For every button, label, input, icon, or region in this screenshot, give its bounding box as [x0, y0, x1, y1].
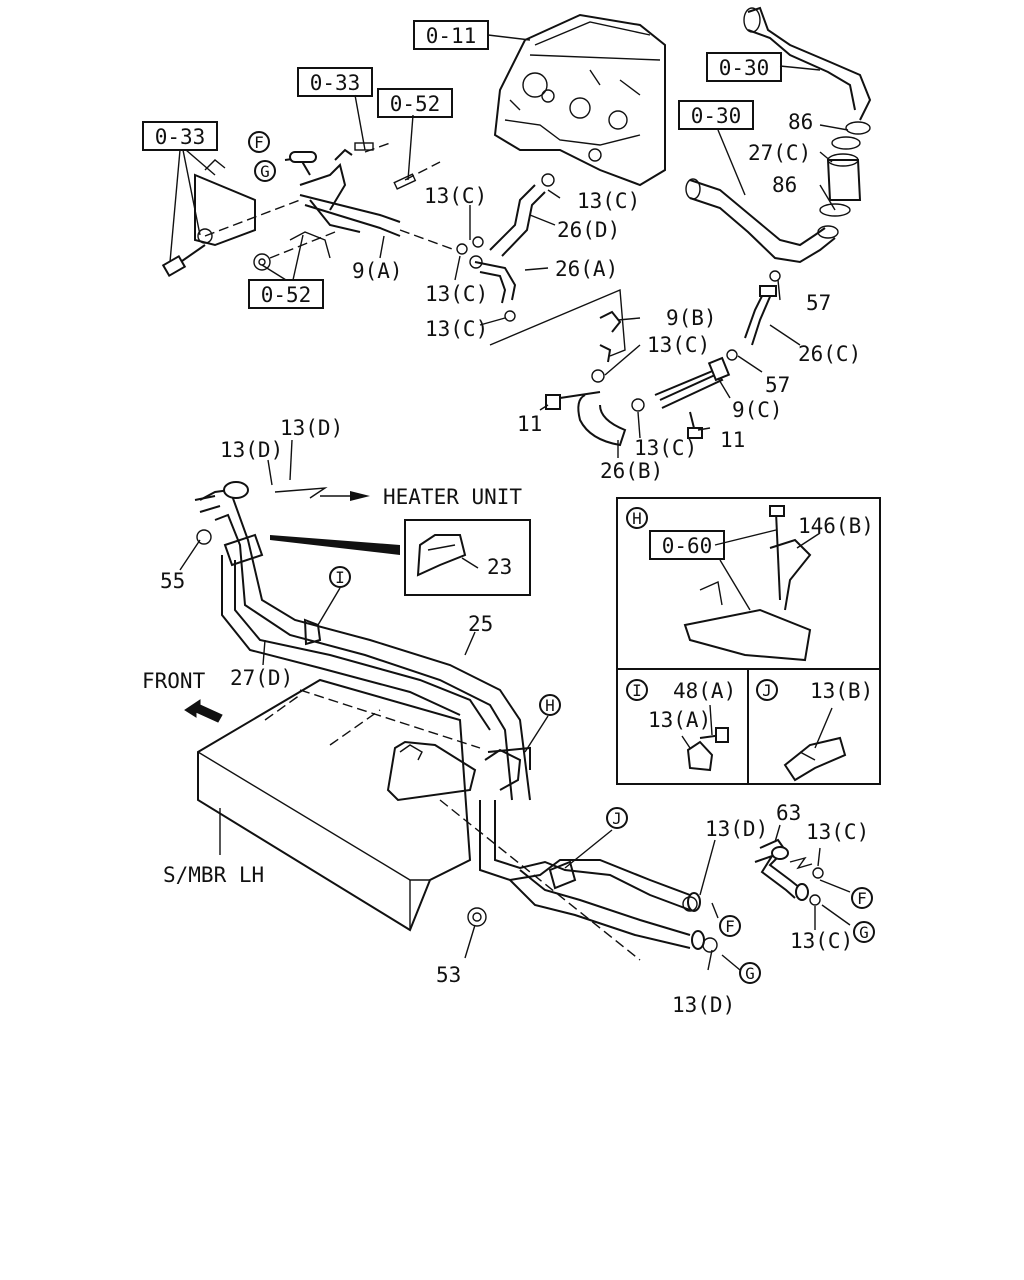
- label-63: 63: [776, 801, 801, 825]
- circle-label-F-top: F: [248, 131, 270, 153]
- label-heater-unit: HEATER UNIT: [383, 485, 522, 509]
- label-27c: 27(C): [748, 141, 811, 165]
- svg-text:0-33: 0-33: [310, 71, 361, 95]
- label-13d-bottom-lower: 13(D): [672, 993, 735, 1017]
- label-26c: 26(C): [798, 342, 861, 366]
- label-13d-top-left: 13(D): [220, 438, 283, 462]
- label-13c-6: 13(C): [634, 436, 697, 460]
- box-label-0-33-top: 0-33: [297, 67, 373, 97]
- svg-text:I: I: [335, 568, 345, 587]
- label-9a: 9(A): [352, 259, 403, 283]
- pipe-9-group: [489, 270, 781, 447]
- svg-text:0-30: 0-30: [719, 56, 770, 80]
- label-13c-3: 13(C): [425, 282, 488, 306]
- label-13c-1: 13(C): [424, 184, 487, 208]
- hose-63: [754, 838, 824, 906]
- label-26d: 26(D): [557, 218, 620, 242]
- circle-label-F-right: F: [851, 887, 873, 909]
- hose-26-group: [456, 173, 555, 322]
- box-label-0-11: 0-11: [413, 20, 489, 50]
- label-27d: 27(D): [230, 666, 293, 690]
- svg-text:G: G: [260, 162, 270, 181]
- label-13c-5: 13(C): [647, 333, 710, 357]
- svg-text:J: J: [762, 681, 772, 700]
- svg-text:J: J: [612, 809, 622, 828]
- svg-text:F: F: [254, 133, 264, 152]
- front-direction-arrow: [184, 699, 223, 723]
- label-23: 23: [487, 555, 512, 579]
- svg-text:H: H: [545, 696, 555, 715]
- box-label-0-52-top: 0-52: [377, 88, 453, 118]
- svg-text:0-52: 0-52: [261, 283, 312, 307]
- svg-text:F: F: [725, 917, 735, 936]
- label-13b: 13(B): [810, 679, 873, 703]
- water-outlet-pipes: [685, 6, 872, 264]
- box-label-0-60: 0-60: [649, 530, 725, 560]
- label-26a: 26(A): [555, 257, 618, 281]
- circle-label-J-main: J: [606, 807, 628, 829]
- circle-label-G-right: G: [853, 921, 875, 943]
- box-label-0-33-left: 0-33: [142, 121, 218, 151]
- label-13a: 13(A): [648, 708, 711, 732]
- circle-label-G-top: G: [254, 160, 276, 182]
- label-86-lower: 86: [772, 173, 797, 197]
- label-25: 25: [468, 612, 493, 636]
- side-member-lh: [197, 678, 641, 961]
- label-smbr-lh: S/MBR LH: [163, 863, 264, 887]
- circle-label-I-panel: I: [626, 679, 648, 701]
- label-57-lower: 57: [765, 373, 790, 397]
- label-53: 53: [436, 963, 461, 987]
- svg-text:H: H: [632, 509, 642, 528]
- leader-lines: [169, 34, 851, 971]
- circle-label-I-main: I: [329, 566, 351, 588]
- circle-label-J-panel: J: [756, 679, 778, 701]
- box-label-0-30-mid: 0-30: [678, 100, 754, 130]
- label-13d-bottom-upper: 13(D): [705, 817, 768, 841]
- label-13c-7: 13(C): [806, 820, 869, 844]
- svg-text:F: F: [857, 889, 867, 908]
- circle-label-H-panel: H: [626, 507, 648, 529]
- label-146b: 146(B): [798, 514, 874, 538]
- engine-cylinder-head: [493, 13, 666, 187]
- label-13c-4: 13(C): [425, 317, 488, 341]
- clip-23-detail: [270, 519, 531, 596]
- svg-text:G: G: [745, 964, 755, 983]
- detail-panel: [616, 497, 881, 785]
- svg-text:0-11: 0-11: [426, 24, 477, 48]
- label-13c-2: 13(C): [577, 189, 640, 213]
- label-26b: 26(B): [600, 459, 663, 483]
- svg-text:0-30: 0-30: [691, 104, 742, 128]
- heater-pipe-run: [194, 481, 718, 953]
- label-front: FRONT: [142, 669, 206, 693]
- label-9c: 9(C): [732, 398, 783, 422]
- label-86-upper: 86: [788, 110, 813, 134]
- heater-pipe-bracket: [161, 142, 456, 278]
- label-55: 55: [160, 569, 185, 593]
- box-label-0-52-bottom: 0-52: [248, 279, 324, 309]
- label-11-right: 11: [720, 428, 745, 452]
- svg-text:G: G: [859, 923, 869, 942]
- circle-label-F-bottom: F: [719, 915, 741, 937]
- label-48a: 48(A): [673, 679, 736, 703]
- svg-text:0-52: 0-52: [390, 92, 441, 116]
- box-label-0-30-top: 0-30: [706, 52, 782, 82]
- svg-text:I: I: [632, 681, 642, 700]
- label-13c-8: 13(C): [790, 929, 853, 953]
- svg-text:0-60: 0-60: [662, 534, 713, 558]
- label-11-left: 11: [517, 412, 542, 436]
- label-13d-top-right: 13(D): [280, 416, 343, 440]
- circle-label-H-main: H: [539, 694, 561, 716]
- label-9b: 9(B): [666, 306, 717, 330]
- label-57-upper: 57: [806, 291, 831, 315]
- circle-label-G-bottom: G: [739, 962, 761, 984]
- svg-text:0-33: 0-33: [155, 125, 206, 149]
